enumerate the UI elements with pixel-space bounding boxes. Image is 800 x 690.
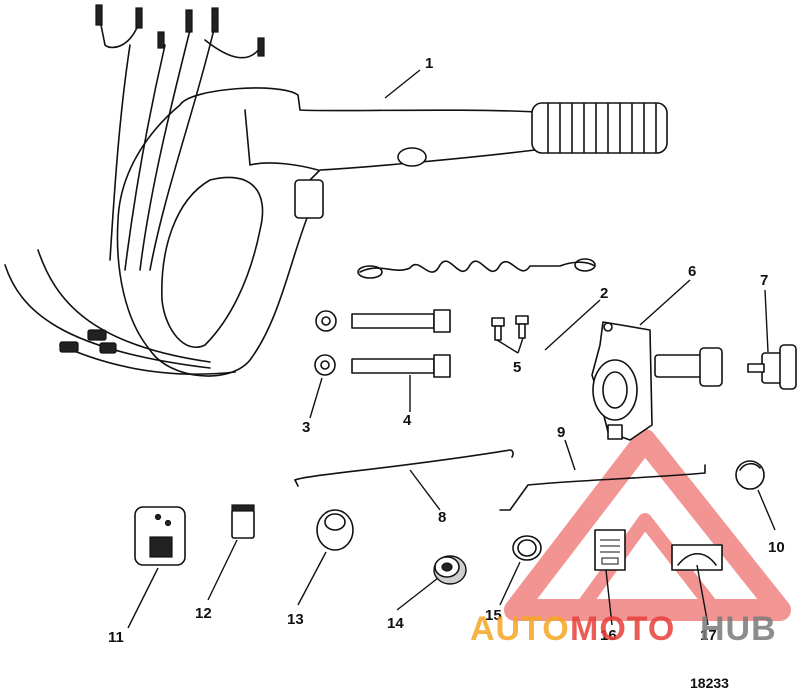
- decal-label: [594, 529, 626, 571]
- callout-1: 1: [425, 55, 433, 72]
- callout-14: 14: [387, 615, 404, 632]
- switch-plate: [134, 506, 186, 566]
- shift-rod: [294, 449, 514, 487]
- cap: [735, 460, 765, 490]
- callout-2: 2: [600, 285, 608, 302]
- washer-upper: [315, 310, 337, 332]
- bolt-lower: [351, 354, 451, 378]
- svg-text:HUB: HUB: [700, 610, 777, 648]
- callout-5: 5: [513, 359, 521, 376]
- watermark-text: AUTO MOTO HUB: [470, 610, 777, 648]
- washer-lower: [314, 354, 336, 376]
- callout-4: 4: [403, 412, 412, 429]
- callout-9: 9: [557, 424, 565, 441]
- tiller-handle-assembly: [4, 4, 668, 377]
- screw-pair: [491, 315, 529, 341]
- throttle-rod: [499, 464, 706, 511]
- callout-8: 8: [438, 509, 446, 526]
- figure-id: 18233: [690, 675, 729, 690]
- svg-text:AUTO: AUTO: [470, 610, 570, 648]
- key-switch: [747, 344, 797, 390]
- small-block: [231, 504, 255, 539]
- grommet-large: [316, 509, 354, 551]
- callout-6: 6: [688, 263, 696, 280]
- callout-12: 12: [195, 605, 212, 622]
- svg-text:MOTO: MOTO: [570, 610, 675, 648]
- callout-16: 16: [600, 627, 617, 644]
- callout-11: 11: [108, 629, 124, 646]
- leader-lines: [127, 69, 776, 629]
- callout-10: 10: [768, 539, 785, 556]
- o-ring: [512, 535, 542, 561]
- bushing: [433, 555, 467, 585]
- callout-15: 15: [485, 607, 502, 624]
- callout-labels: 1 2 3 4 5 6 7 8 9 10 11 12 13 14 15 16 1…: [108, 55, 785, 646]
- callout-3: 3: [302, 419, 310, 436]
- switch-bracket-assembly: [591, 321, 723, 441]
- bolt-upper: [351, 309, 451, 333]
- callout-13: 13: [287, 611, 304, 628]
- lanyard-cord: [357, 258, 596, 279]
- callout-17: 17: [700, 627, 717, 644]
- callout-7: 7: [760, 272, 768, 289]
